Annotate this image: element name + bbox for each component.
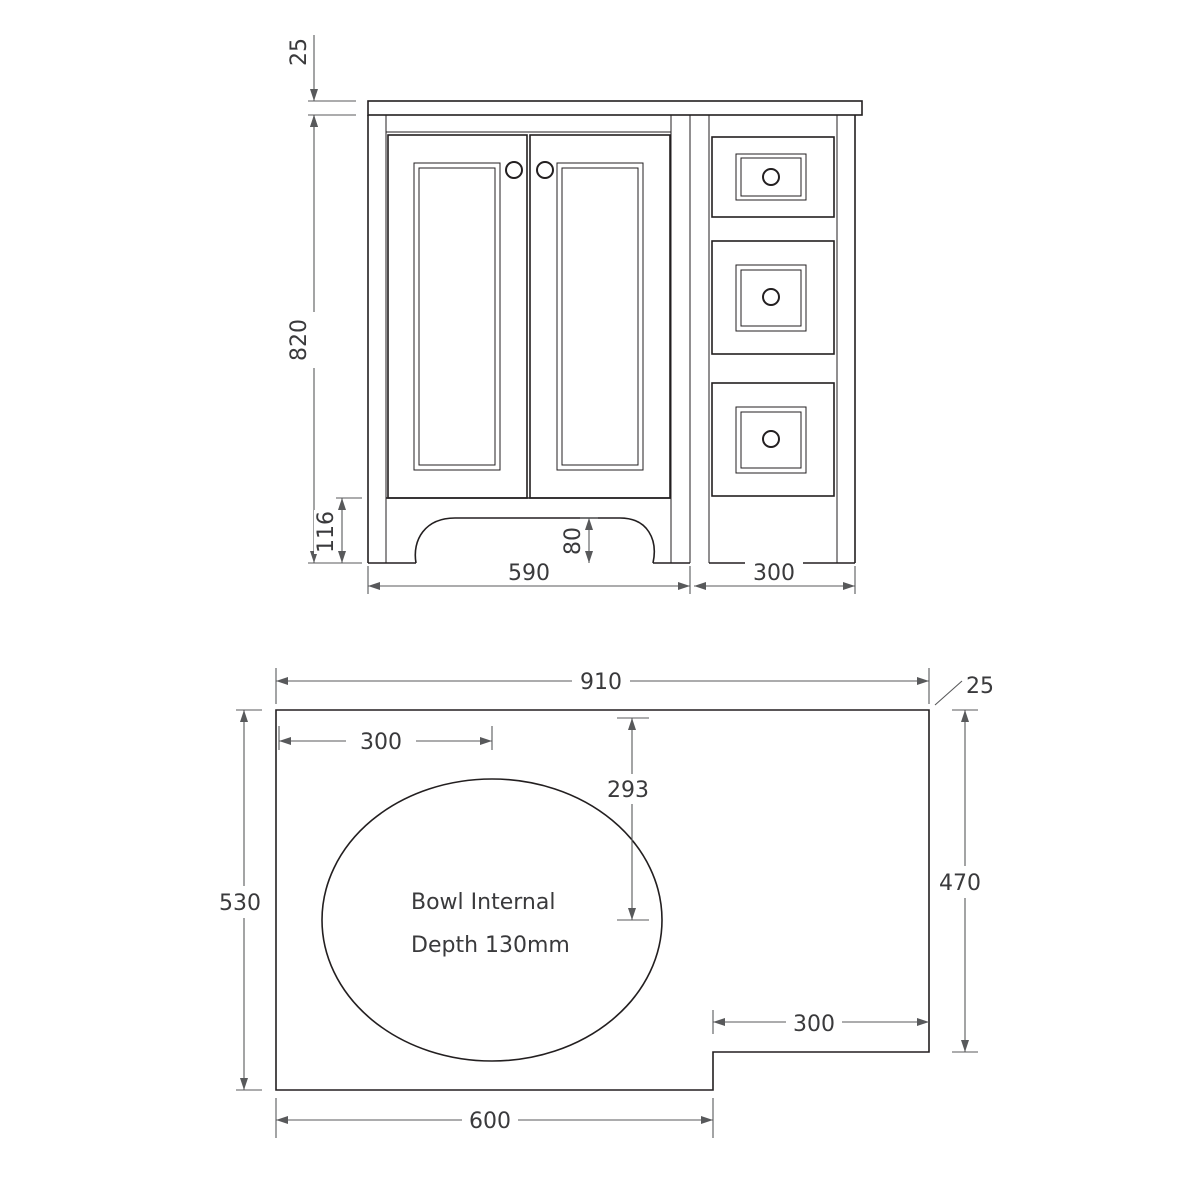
dim-depth: 530 (218, 709, 268, 1091)
dim-label: 820 (287, 319, 312, 361)
bowl-note-line2: Depth 130mm (411, 933, 570, 958)
dim-label: 300 (360, 730, 402, 755)
dim-drawer-width: 300 (694, 561, 856, 594)
dim-label: 293 (607, 778, 649, 803)
dim-bowl-offset: 300 (278, 726, 493, 755)
dim-drawer-section-depth: 470 (936, 709, 988, 1053)
dim-label: 80 (561, 527, 586, 555)
bowl-outline (321, 778, 663, 1062)
dim-bowl-depth-offset: 293 (604, 717, 656, 921)
dim-label: 600 (469, 1109, 511, 1134)
drawer-knob-icon (762, 430, 780, 448)
door-knob-icon (536, 161, 554, 179)
front-elevation: 25 820 116 80 590 (287, 35, 863, 594)
dim-label: 25 (966, 674, 994, 699)
dim-plinth-height: 116 (314, 497, 362, 563)
dim-label: 910 (580, 670, 622, 695)
dim-label: 300 (793, 1012, 835, 1037)
drawer-knob-icon (762, 288, 780, 306)
drawer-middle[interactable] (711, 240, 835, 355)
dim-label: 530 (219, 891, 261, 916)
bowl-note-line1: Bowl Internal (411, 890, 555, 915)
countertop (367, 100, 863, 116)
drawer-bottom[interactable] (711, 382, 835, 497)
drawer-knob-icon (762, 168, 780, 186)
plan-view: Bowl Internal Depth 130mm 910 25 300 (218, 668, 994, 1138)
vanity-top-outline (275, 709, 930, 1091)
dim-overhang: 25 (934, 674, 994, 706)
drawer-top[interactable] (711, 136, 835, 218)
left-door[interactable] (387, 134, 528, 499)
door-knob-icon (505, 161, 523, 179)
dim-overall-width: 910 (275, 668, 930, 704)
dim-height: 820 (287, 115, 362, 564)
dim-door-width: 590 (367, 561, 691, 594)
dim-drawer-section-width: 300 (712, 1008, 929, 1037)
dim-label: 116 (314, 511, 339, 553)
dim-label: 300 (753, 561, 795, 586)
dim-label: 470 (939, 871, 981, 896)
dim-bowl-section-width: 600 (275, 1098, 714, 1138)
right-door[interactable] (529, 134, 671, 499)
dim-label: 590 (508, 561, 550, 586)
cabinet-body (367, 115, 856, 564)
dim-top-thickness: 25 (287, 35, 356, 130)
plinth-arch (386, 497, 671, 564)
dim-label: 25 (287, 38, 312, 66)
dim-arch-height: 80 (561, 517, 598, 563)
